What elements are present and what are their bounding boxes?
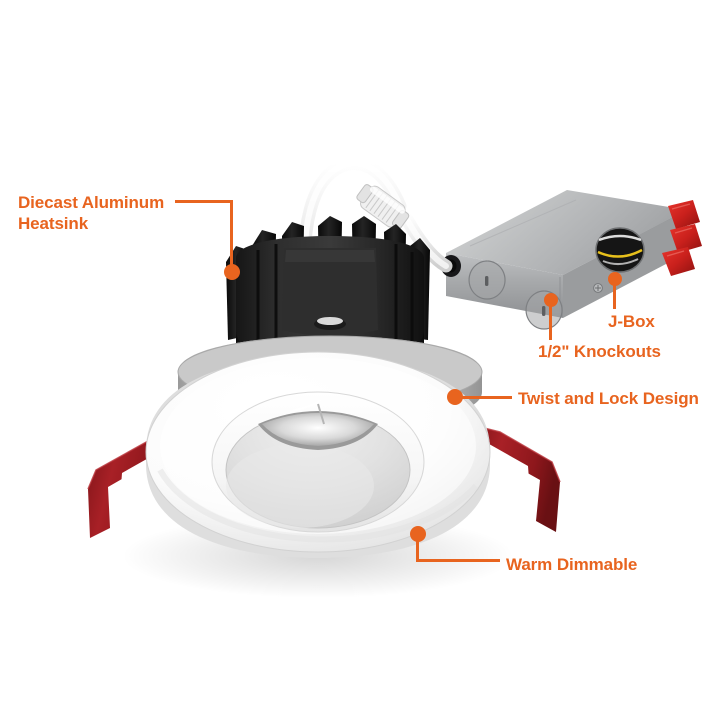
junction-box-illustration bbox=[441, 190, 702, 330]
leader-line-jbox bbox=[613, 279, 616, 309]
callout-dot-knockouts bbox=[544, 293, 558, 307]
callout-dot-warm-dimmable bbox=[410, 526, 426, 542]
callout-label-jbox: J-Box bbox=[608, 312, 655, 331]
diecast-aluminum-heatsink-illustration bbox=[226, 216, 430, 364]
callout-dot-jbox bbox=[608, 272, 622, 286]
leader-line-knockouts bbox=[549, 300, 552, 340]
leader-line-heatsink-horizontal bbox=[175, 200, 233, 203]
led-lens bbox=[258, 399, 378, 450]
white-round-trim bbox=[145, 351, 491, 558]
wire-nuts bbox=[662, 200, 702, 276]
leader-line-warm-horizontal bbox=[416, 559, 500, 562]
leader-line-twist-lock bbox=[458, 396, 512, 399]
callout-dot-twist-lock bbox=[447, 389, 463, 405]
callout-label-twist-lock: Twist and Lock Design bbox=[518, 389, 699, 408]
leader-line-heatsink-vertical bbox=[230, 200, 233, 270]
leader-line-warm-vertical bbox=[416, 534, 419, 562]
callout-label-heatsink: Diecast Aluminum Heatsink bbox=[18, 193, 165, 233]
callout-label-warm-dimmable: Warm Dimmable bbox=[506, 555, 638, 574]
callout-label-knockouts: 1/2" Knockouts bbox=[538, 342, 661, 361]
callout-dot-heatsink bbox=[224, 264, 240, 280]
